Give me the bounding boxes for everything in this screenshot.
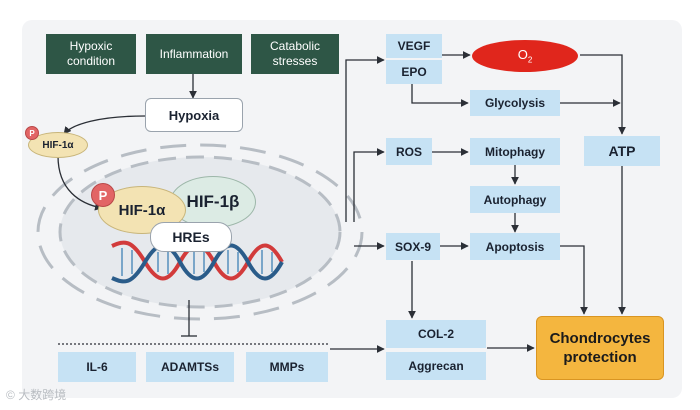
il6-node: IL-6	[58, 352, 136, 382]
trigger-hypoxic-line2: condition	[66, 54, 116, 68]
watermark-icon: ©	[6, 388, 15, 402]
ros-node: ROS	[386, 138, 432, 165]
col2-label: COL-2	[418, 327, 454, 341]
aggrecan-node: Aggrecan	[386, 352, 486, 380]
vegf-label: VEGF	[397, 39, 431, 53]
aggrecan-label: Aggrecan	[408, 359, 464, 373]
epo-node: EPO	[386, 60, 442, 84]
phospho-label: P	[98, 187, 108, 203]
watermark-text: 大数跨境	[18, 388, 67, 402]
col2-node: COL-2	[386, 320, 486, 348]
hif1a-small-label: HIF-1α	[42, 139, 74, 151]
protection-line1: Chondrocytes	[549, 330, 651, 347]
autophagy-node: Autophagy	[470, 186, 560, 213]
dna-strand-blue	[111, 243, 284, 284]
protection-line2: protection	[563, 349, 637, 366]
mmps-node: MMPs	[246, 352, 328, 382]
mitophagy-label: Mitophagy	[485, 144, 545, 159]
chondrocytes-protection-node: Chondrocytes protection	[536, 316, 664, 380]
trigger-hypoxic-line1: Hypoxic	[69, 39, 113, 53]
oxygen-label: O2	[518, 47, 533, 65]
phospho-icon: P	[91, 183, 115, 207]
atp-node: ATP	[584, 136, 660, 166]
hres-node: HREs	[150, 222, 232, 252]
oxygen-subscript: 2	[527, 55, 533, 65]
atp-label: ATP	[608, 143, 636, 159]
glycolysis-node: Glycolysis	[470, 90, 560, 116]
hif1b-node: HIF-1β	[170, 176, 256, 228]
dna-rungs	[121, 248, 273, 276]
trigger-hypoxic-condition: Hypoxic condition	[46, 34, 136, 74]
trigger-inflammation: Inflammation	[146, 34, 242, 74]
trigger-catabolic-stresses: Catabolic stresses	[251, 34, 339, 74]
apoptosis-label: Apoptosis	[485, 239, 545, 254]
sox9-node: SOX-9	[386, 233, 440, 260]
trigger-catabolic-line2: stresses	[272, 54, 318, 68]
phospho-small-label: P	[29, 128, 35, 138]
apoptosis-node: Apoptosis	[470, 233, 560, 260]
glycolysis-label: Glycolysis	[484, 96, 546, 110]
oxygen-node: O2	[472, 40, 578, 72]
vegf-node: VEGF	[386, 34, 442, 58]
hypoxia-node: Hypoxia	[145, 98, 243, 132]
hypoxia-label: Hypoxia	[168, 107, 220, 123]
arrows	[57, 51, 626, 353]
watermark: © 大数跨境	[6, 386, 66, 403]
adamts-label: ADAMTSs	[160, 360, 219, 374]
trigger-inflammation-label: Inflammation	[159, 46, 229, 61]
cell-outer-membrane	[36, 143, 364, 321]
mmps-label: MMPs	[269, 360, 305, 374]
adamts-node: ADAMTSs	[146, 352, 234, 382]
epo-label: EPO	[401, 65, 427, 79]
oxygen-base: O	[517, 47, 528, 63]
hif1b-label: HIF-1β	[186, 192, 240, 211]
hres-label: HREs	[172, 229, 210, 245]
mitophagy-node: Mitophagy	[470, 138, 560, 165]
il6-label: IL-6	[86, 360, 108, 374]
trigger-catabolic-line1: Catabolic	[269, 39, 321, 53]
sox9-label: SOX-9	[394, 239, 431, 254]
autophagy-label: Autophagy	[483, 192, 547, 207]
ros-label: ROS	[395, 144, 422, 159]
phospho-small-icon: P	[25, 126, 39, 140]
hif1a-label: HIF-1α	[118, 201, 166, 219]
